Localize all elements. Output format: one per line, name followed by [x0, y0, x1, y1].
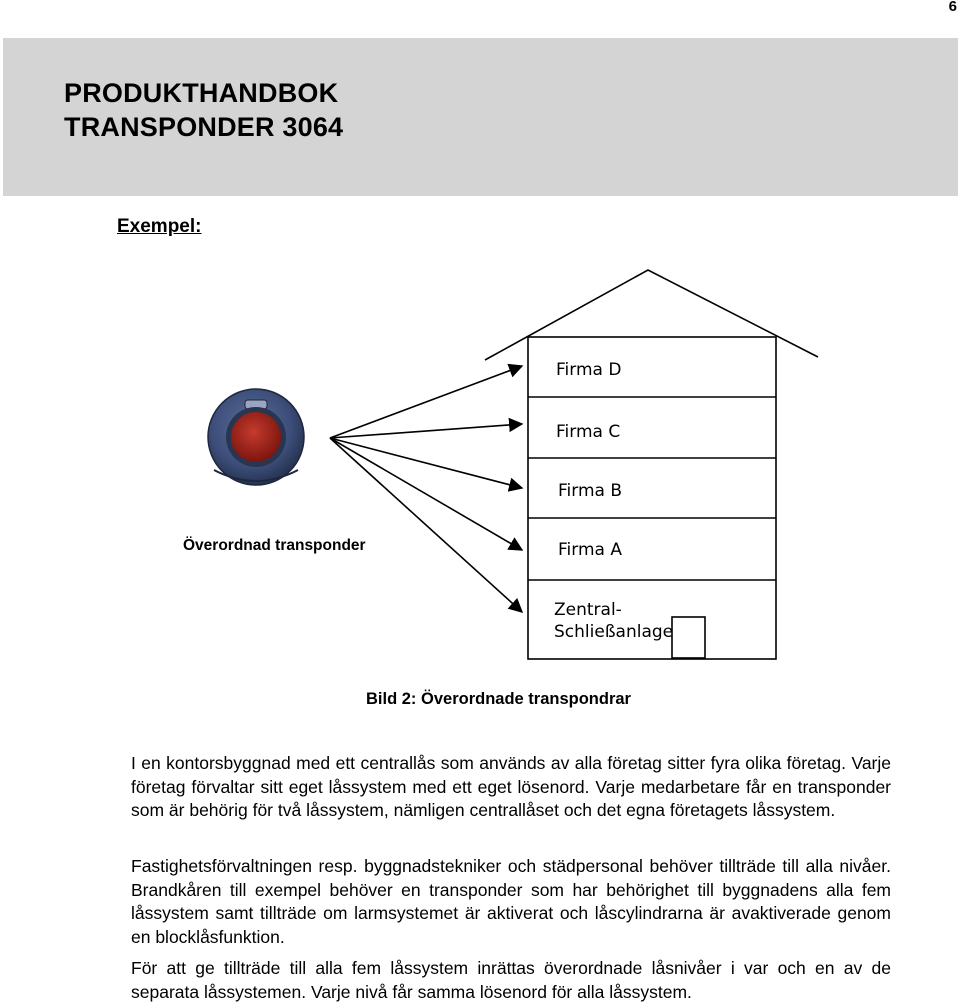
header-band	[3, 38, 958, 196]
arrow-firma-b	[329, 437, 524, 492]
floor-label-firma-a: Firma A	[558, 540, 622, 560]
floor-label-firma-c: Firma C	[556, 422, 620, 442]
document-title-line-1: PRODUKTHANDBOK	[64, 78, 339, 108]
figure-caption: Bild 2: Överordnade transpondrar	[366, 690, 631, 708]
document-title-line-2: TRANSPONDER 3064	[64, 112, 344, 142]
central-label-line-2: Schließanlage	[554, 622, 673, 642]
transponder-fob-icon	[207, 388, 305, 486]
floor-label-firma-b: Firma B	[558, 481, 622, 501]
building-outline	[527, 336, 777, 660]
roof-outline	[484, 269, 819, 361]
central-label-line-1: Zentral-	[554, 600, 622, 620]
document-title: PRODUKTHANDBOK TRANSPONDER 3064	[64, 76, 343, 144]
body-paragraph-2: Fastighetsförvaltningen resp. byggnadste…	[131, 856, 891, 947]
body-paragraph-1: I en kontorsbyggnad med ett centrallås s…	[131, 753, 891, 820]
arrow-firma-a	[329, 437, 524, 551]
page-number: 6	[948, 0, 957, 15]
building-diagram: Firma D Firma C Firma B Firma A Zentral-…	[207, 269, 819, 660]
body-paragraph-3: För att ge tillträde till alla fem låssy…	[131, 958, 891, 1002]
arrow-firma-d	[329, 363, 524, 439]
transponder-caption: Överordnad transponder	[183, 537, 366, 554]
central-lock-box	[671, 616, 706, 659]
arrow-firma-c	[329, 417, 524, 439]
section-label: Exempel:	[117, 216, 202, 237]
floor-label-firma-d: Firma D	[556, 360, 621, 380]
access-arrows	[329, 363, 524, 613]
arrow-central	[329, 437, 524, 613]
